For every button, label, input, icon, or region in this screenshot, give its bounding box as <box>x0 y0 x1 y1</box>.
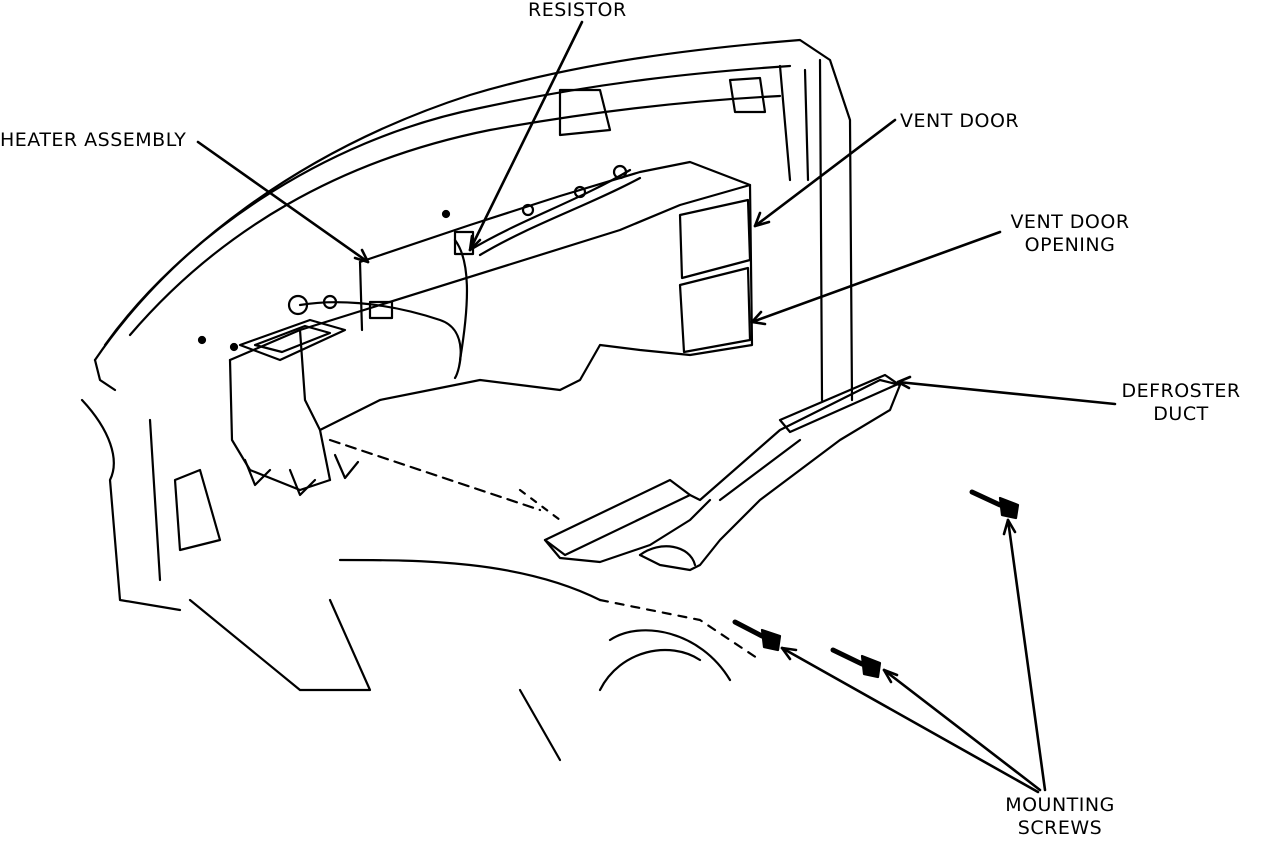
resistor-label: RESISTOR <box>528 0 627 21</box>
vent-door-label: VENT DOOR <box>900 110 1020 132</box>
defroster-duct <box>543 373 902 572</box>
screw-left <box>830 647 882 679</box>
heater-assembly <box>197 160 754 497</box>
vent-door <box>678 198 752 280</box>
mounting-screws-label-line2: SCREWS <box>1017 817 1103 839</box>
cab-structure <box>80 38 854 762</box>
heater-assembly-label: HEATER ASSEMBLY <box>0 129 187 151</box>
leader-lines <box>196 20 1117 794</box>
vent-door-opening <box>678 266 752 354</box>
defroster-duct-label-line1: DEFROSTER <box>1121 380 1241 402</box>
mounting-screws-label-line1: MOUNTING <box>1005 794 1115 816</box>
mounting-screws-label: MOUNTING SCREWS <box>992 794 1128 840</box>
mounting-screws <box>732 489 1020 679</box>
vent-door-opening-label-line2: OPENING <box>1024 234 1116 256</box>
vent-door-opening-label: VENT DOOR OPENING <box>1000 211 1140 257</box>
vent-door-opening-label-line1: VENT DOOR <box>1010 211 1130 233</box>
screw-center <box>732 619 782 652</box>
defroster-duct-label-line2: DUCT <box>1153 403 1209 425</box>
defroster-duct-label: DEFROSTER DUCT <box>1116 380 1246 426</box>
screw-right <box>969 489 1020 520</box>
